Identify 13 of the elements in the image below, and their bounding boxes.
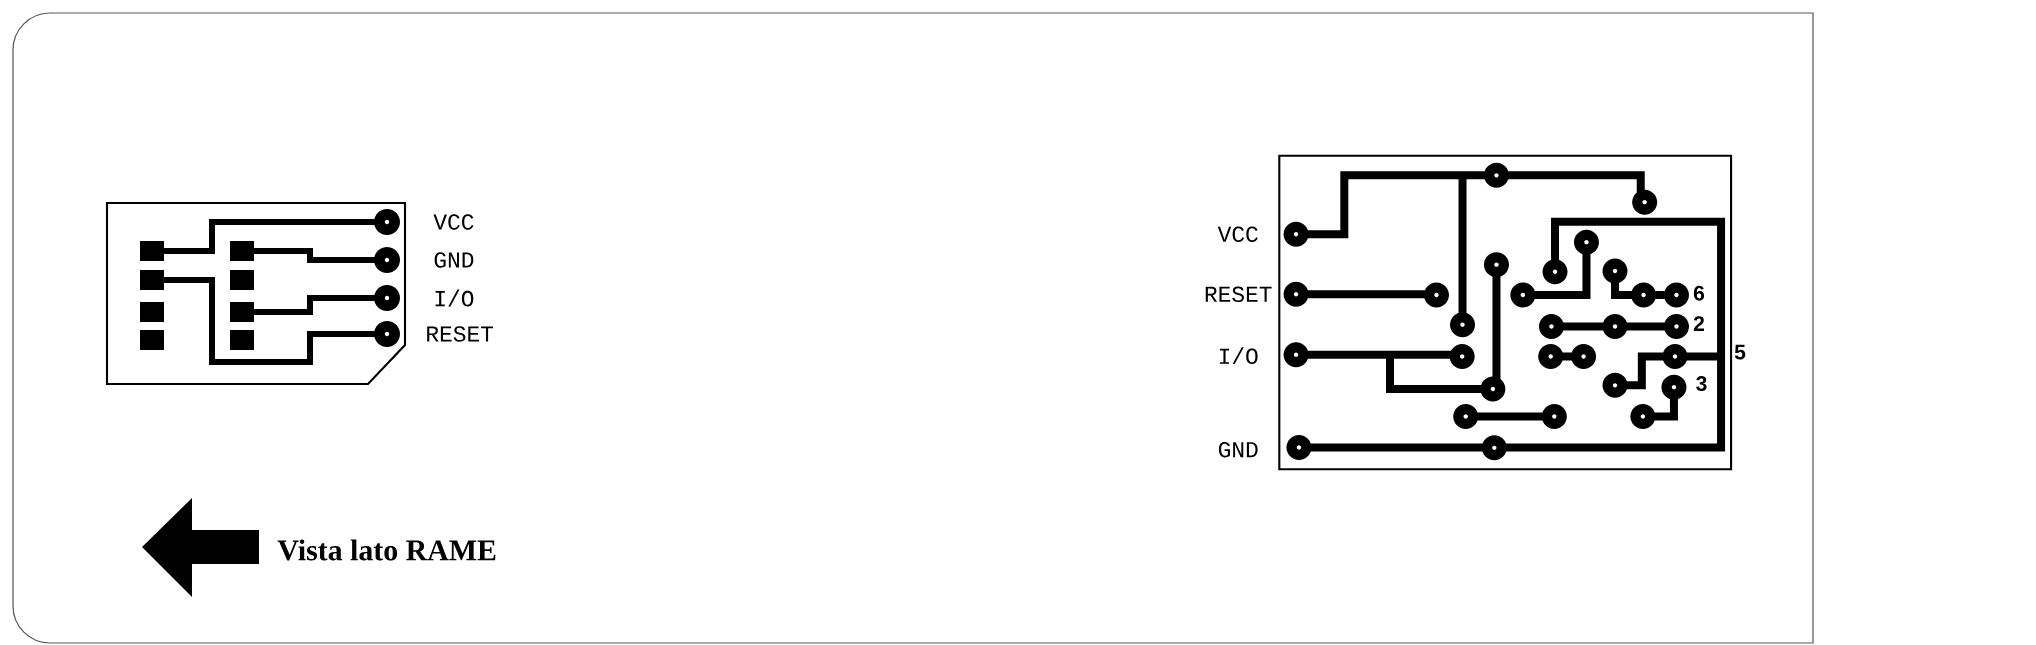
pin-number: 5 <box>1734 344 1746 360</box>
pin-label: RESET <box>427 326 494 342</box>
pin-label: RESET <box>1205 286 1272 303</box>
view-caption: Vista lato RAME <box>277 539 496 561</box>
pin-number: 2 <box>1693 316 1704 331</box>
pin-label: I/O <box>1219 347 1258 365</box>
pin-number: 6 <box>1693 285 1705 301</box>
pin-label: I/O <box>435 289 474 307</box>
pin-label: GND <box>434 252 474 268</box>
pin-label: GND <box>1218 441 1258 458</box>
pin-label: VCC <box>433 214 474 230</box>
pin-label: VCC <box>1217 226 1258 243</box>
pin-number: 3 <box>1696 376 1707 392</box>
